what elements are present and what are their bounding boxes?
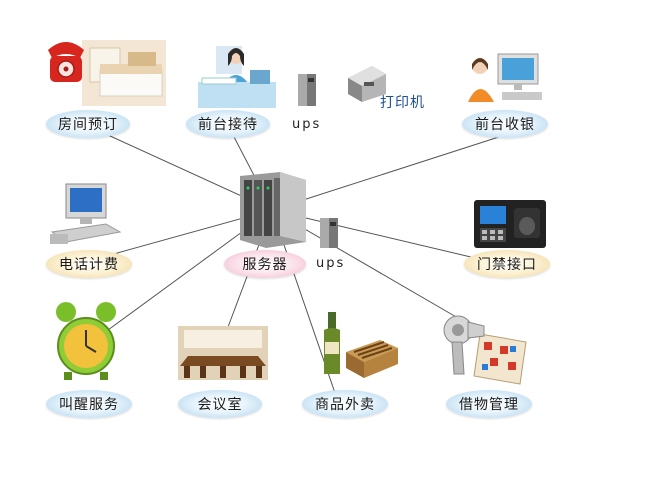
ups-device-icon-center xyxy=(320,218,338,248)
printer-label: 打印机 xyxy=(380,95,425,111)
server-rack-icon xyxy=(240,172,306,248)
wine-cigar-box-icon xyxy=(324,312,398,378)
connector-front-cashier xyxy=(271,134,506,211)
receptionist-icon xyxy=(198,46,276,108)
node-lending: 借物管理 xyxy=(446,390,532,418)
cashier-computer-icon xyxy=(468,53,542,102)
access-control-terminal-icon xyxy=(474,200,546,248)
node-wakeup-service: 叫醒服务 xyxy=(46,390,132,418)
node-meeting-room: 会议室 xyxy=(178,390,262,418)
hairdryer-board-game-icon xyxy=(443,315,527,385)
connector-door-access xyxy=(271,209,493,263)
node-room-booking: 房间预订 xyxy=(46,110,130,138)
node-goods-takeout: 商品外卖 xyxy=(302,390,388,418)
node-server: 服务器 xyxy=(224,250,306,278)
ups-label-center: ups xyxy=(316,256,346,271)
meeting-room-icon xyxy=(178,326,268,380)
desktop-computer-icon xyxy=(50,183,122,244)
node-front-cashier: 前台收银 xyxy=(462,110,548,138)
printer-icon xyxy=(348,66,386,102)
node-phone-billing: 电话计费 xyxy=(46,250,132,278)
phone-bedroom-icon xyxy=(48,40,166,106)
ups-device-icon xyxy=(298,74,316,106)
alarm-clock-icon xyxy=(56,302,116,380)
node-front-reception: 前台接待 xyxy=(186,110,270,138)
ups-label-top: ups xyxy=(292,117,322,132)
node-door-access: 门禁接口 xyxy=(464,250,550,278)
